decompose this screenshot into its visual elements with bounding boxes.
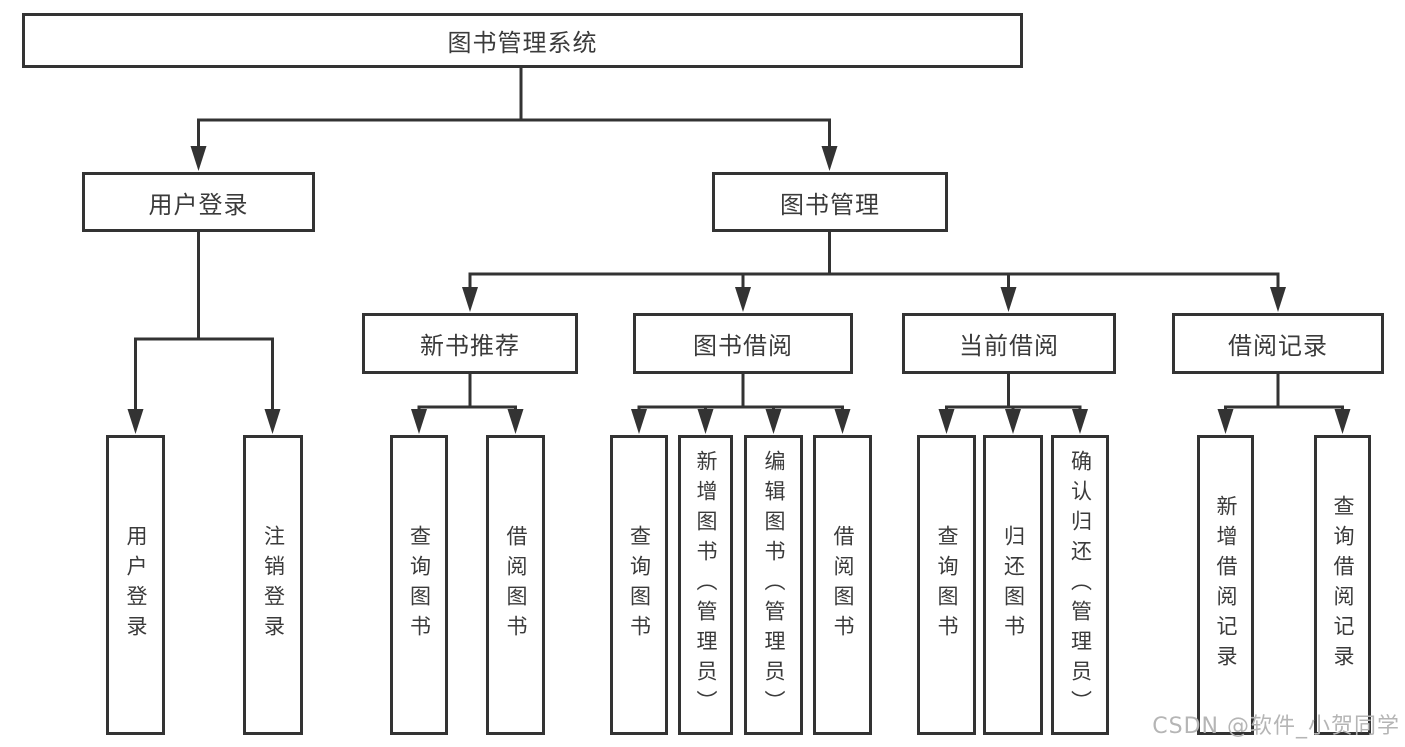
leaf-confirm-return-admin-label: 确认归还（管理员） [1068, 450, 1093, 720]
leaf-user-login-label: 用户登录 [124, 525, 148, 645]
node-root-label: 图书管理系统 [447, 29, 598, 57]
leaf-user-login: 用户登录 [106, 435, 165, 735]
node-book-management-label: 图书管理 [780, 190, 880, 219]
node-borrow-records: 借阅记录 [1172, 313, 1384, 374]
node-new-book-recommend: 新书推荐 [362, 313, 578, 374]
leaf-query-book-recommend: 查询图书 [390, 435, 448, 735]
leaf-logout: 注销登录 [243, 435, 303, 735]
node-current-borrow: 当前借阅 [902, 313, 1116, 374]
node-user-login-label: 用户登录 [148, 190, 249, 219]
node-user-login: 用户登录 [82, 172, 315, 232]
leaf-return-book-label: 归还图书 [1001, 525, 1026, 645]
node-book-management: 图书管理 [712, 172, 948, 232]
node-current-borrow-label: 当前借阅 [959, 332, 1059, 360]
node-book-borrow-label: 图书借阅 [693, 332, 793, 360]
leaf-edit-book-admin: 编辑图书（管理员） [744, 435, 803, 735]
leaf-borrow-book-label: 借阅图书 [831, 525, 855, 645]
node-borrow-records-label: 借阅记录 [1228, 332, 1328, 360]
leaf-borrow-book-recommend: 借阅图书 [486, 435, 545, 735]
leaf-query-book-recommend-label: 查询图书 [407, 525, 432, 645]
csdn-watermark: CSDN @软件_小贺同学 [1152, 714, 1400, 739]
leaf-query-borrow-record: 查询借阅记录 [1314, 435, 1371, 735]
arrowheads [127, 146, 1351, 434]
leaf-add-borrow-record: 新增借阅记录 [1197, 435, 1254, 735]
node-root: 图书管理系统 [22, 13, 1023, 68]
leaf-edit-book-admin-label: 编辑图书（管理员） [762, 450, 786, 720]
leaf-borrow-book: 借阅图书 [813, 435, 872, 735]
leaf-add-book-admin: 新增图书（管理员） [678, 435, 733, 735]
leaf-borrow-book-recommend-label: 借阅图书 [504, 525, 528, 645]
leaf-query-book-current: 查询图书 [917, 435, 976, 735]
leaf-return-book: 归还图书 [983, 435, 1043, 735]
leaf-query-borrow-record-label: 查询借阅记录 [1331, 495, 1355, 675]
node-new-book-recommend-label: 新书推荐 [420, 332, 520, 360]
node-book-borrow: 图书借阅 [633, 313, 853, 374]
leaf-confirm-return-admin: 确认归还（管理员） [1051, 435, 1109, 735]
leaf-add-borrow-record-label: 新增借阅记录 [1214, 495, 1238, 675]
leaf-query-book-current-label: 查询图书 [935, 525, 959, 645]
leaf-add-book-admin-label: 新增图书（管理员） [694, 450, 718, 720]
leaf-logout-label: 注销登录 [261, 525, 286, 645]
leaf-query-book-borrow: 查询图书 [610, 435, 668, 735]
leaf-query-book-borrow-label: 查询图书 [627, 525, 652, 645]
